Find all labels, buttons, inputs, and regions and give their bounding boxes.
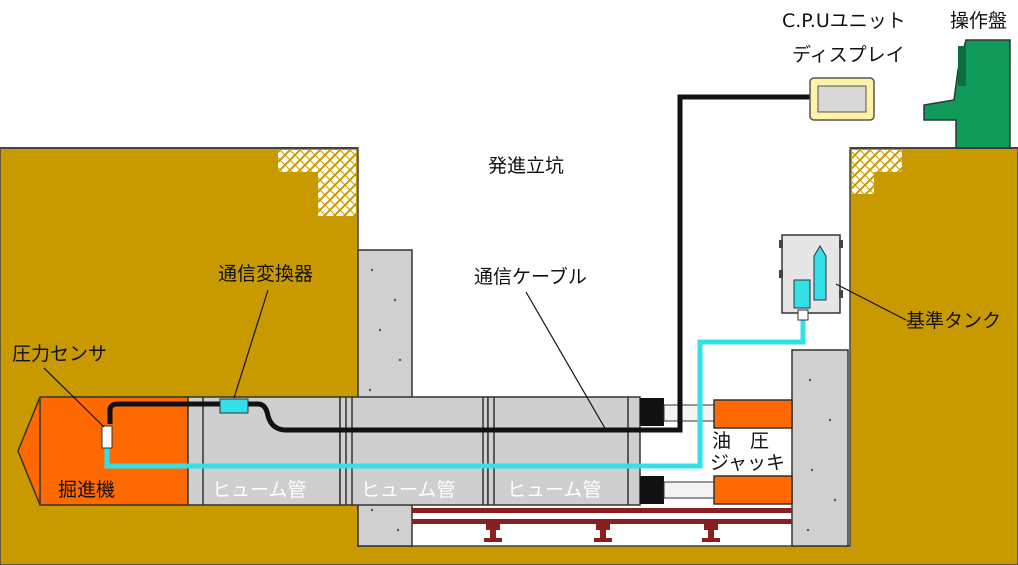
hume-pipe-label-3: ヒューム管 (507, 479, 602, 501)
display-label: ディスプレイ (792, 44, 905, 66)
control-panel (923, 39, 1011, 149)
hume-pipe-2 (339, 396, 489, 506)
paving-hatch-right (852, 150, 902, 172)
jack-label: ジャッキ (710, 452, 786, 474)
communication-cable (107, 94, 810, 433)
thrust-rod-top (663, 404, 715, 422)
comm-converter-device (219, 398, 249, 414)
concrete-wall-reaction (791, 349, 849, 547)
push-ring-top (640, 398, 664, 426)
pressure-sensor-device (101, 425, 113, 449)
push-ring-bottom (640, 476, 664, 504)
tunneling-machine-label: 掘進機 (58, 479, 116, 501)
paving-hatch-left (278, 150, 356, 172)
hume-pipe-label-1: ヒューム管 (212, 479, 307, 501)
pressure-sensor-label: 圧力センサ (12, 343, 108, 365)
tunneling-machine (17, 396, 189, 506)
thrust-rod-bottom (663, 481, 715, 499)
reference-tank-label: 基準タンク (906, 310, 1002, 332)
hydraulic-jack-top (713, 399, 793, 429)
hume-pipe-label-2: ヒューム管 (361, 479, 456, 501)
rail-track (412, 508, 792, 542)
hydraulic-label: 油 圧 (712, 430, 770, 452)
paving-hatch-right-2 (852, 172, 874, 194)
pressure-tube (104, 318, 806, 469)
cpu-unit-label: C.P.Uユニット (782, 10, 906, 32)
hydraulic-jack-bottom (713, 475, 793, 505)
concrete-speckles (368, 268, 837, 532)
control-panel-label: 操作盤 (950, 10, 1008, 32)
reference-tank (779, 234, 843, 321)
hume-pipe-1 (187, 396, 341, 506)
hume-pipe-3 (487, 396, 641, 506)
paving-hatch-left-2 (318, 172, 356, 216)
comm-cable-label: 通信ケーブル (474, 266, 587, 288)
pipe-joints (202, 397, 629, 505)
comm-converter-label: 通信変換器 (218, 263, 314, 285)
launch-shaft-label: 発進立坑 (488, 155, 565, 177)
leader-lines (43, 283, 907, 431)
